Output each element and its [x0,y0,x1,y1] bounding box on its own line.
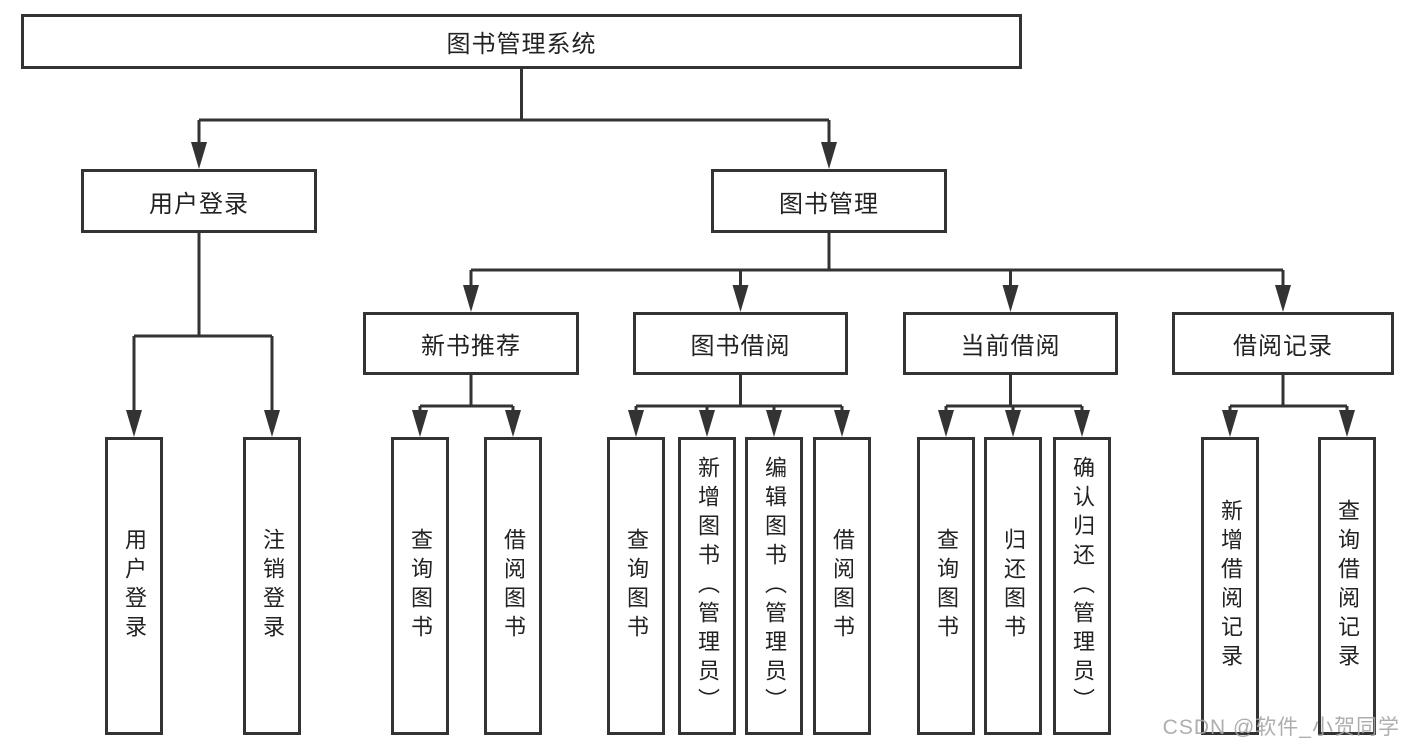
leaf-edit-books-admin: 编辑图书（管理员） [745,437,803,735]
leaf-borrow-books-borrowing: 借阅图书 [813,437,871,735]
csdn-watermark: CSDN @软件_小贺同学 [1162,716,1400,739]
leaf-label: 新增借阅记录 [1218,499,1243,673]
leaf-label: 借阅图书 [501,528,526,644]
node-book-management: 图书管理 [711,169,947,233]
leaf-user-login: 用户登录 [105,437,163,735]
leaf-query-borrow-record: 查询借阅记录 [1318,437,1376,735]
node-label: 图书管理 [779,190,879,218]
node-label: 图书管理系统 [446,31,597,58]
node-current-borrowing: 当前借阅 [903,312,1118,375]
leaf-logout: 注销登录 [243,437,301,735]
leaf-label: 借阅图书 [830,528,855,644]
node-borrowing-records: 借阅记录 [1172,312,1394,375]
leaf-label: 用户登录 [122,528,147,644]
leaf-label: 查询图书 [624,528,649,644]
leaf-query-books-current: 查询图书 [917,437,975,735]
node-label: 图书借阅 [690,333,791,360]
leaf-label: 归还图书 [1001,528,1026,644]
leaf-label: 查询图书 [934,528,959,644]
node-user-login: 用户登录 [81,169,317,233]
node-label: 当前借阅 [960,333,1061,360]
node-new-book-recommend: 新书推荐 [363,312,579,375]
leaf-label: 查询图书 [408,528,433,644]
leaf-label: 新增图书（管理员） [695,455,720,717]
node-label: 借阅记录 [1233,333,1333,360]
leaf-borrow-books-recommend: 借阅图书 [484,437,542,735]
leaf-return-books: 归还图书 [984,437,1042,735]
leaf-query-books-borrowing: 查询图书 [607,437,665,735]
leaf-label: 编辑图书（管理员） [762,455,787,717]
leaf-query-books-recommend: 查询图书 [391,437,449,735]
leaf-label: 确认归还（管理员） [1070,455,1095,717]
leaf-add-borrow-record: 新增借阅记录 [1201,437,1259,735]
leaf-add-books-admin: 新增图书（管理员） [678,437,736,735]
node-label: 用户登录 [149,190,249,218]
leaf-label: 查询借阅记录 [1335,499,1360,673]
leaf-label: 注销登录 [260,528,285,644]
leaf-confirm-return-admin: 确认归还（管理员） [1053,437,1111,735]
node-root-system: 图书管理系统 [21,14,1022,69]
node-book-borrowing: 图书借阅 [633,312,848,375]
node-label: 新书推荐 [421,333,521,360]
